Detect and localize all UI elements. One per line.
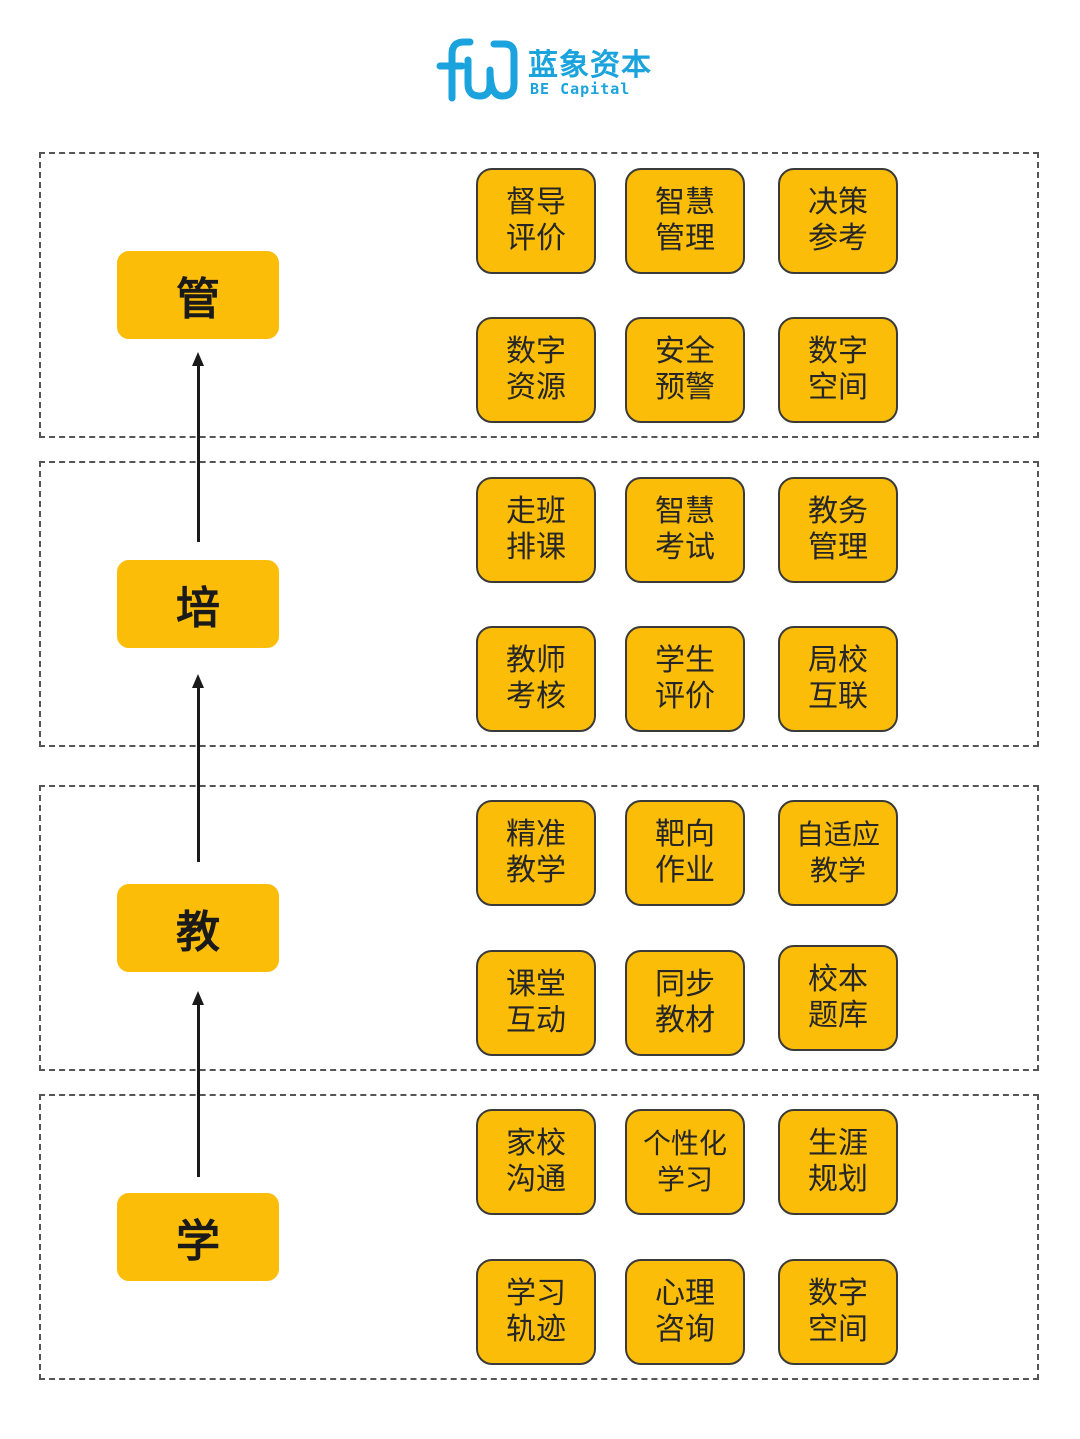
item-box: 学生评价 (625, 626, 745, 732)
item-box: 心理咨询 (625, 1259, 745, 1365)
item-box: 数字资源 (476, 317, 596, 423)
item-box: 数字空间 (778, 317, 898, 423)
arrow-jiao-to-pei (192, 674, 204, 862)
item-box: 靶向作业 (625, 800, 745, 906)
item-box: 教务管理 (778, 477, 898, 583)
item-box: 同步教材 (625, 950, 745, 1056)
layer-label-jiao: 教 (117, 884, 279, 972)
item-box: 决策参考 (778, 168, 898, 274)
brand-logo: 蓝象资本 BE Capital (436, 36, 656, 102)
brand-name-en: BE Capital (530, 80, 631, 98)
item-box: 校本题库 (778, 945, 898, 1051)
arrow-pei-to-guan (192, 352, 204, 542)
item-box: 智慧管理 (625, 168, 745, 274)
item-box: 走班排课 (476, 477, 596, 583)
item-box: 学习轨迹 (476, 1259, 596, 1365)
item-box: 局校互联 (778, 626, 898, 732)
item-box: 精准教学 (476, 800, 596, 906)
item-box: 智慧考试 (625, 477, 745, 583)
item-box: 生涯规划 (778, 1109, 898, 1215)
layer-label-xue: 学 (117, 1193, 279, 1281)
layer-label-pei: 培 (117, 560, 279, 648)
section-xue (39, 1094, 1039, 1380)
item-box: 个性化学习 (625, 1109, 745, 1215)
item-box: 教师考核 (476, 626, 596, 732)
item-box: 安全预警 (625, 317, 745, 423)
section-jiao (39, 785, 1039, 1071)
layer-label-guan: 管 (117, 251, 279, 339)
be-capital-logo-icon (436, 38, 518, 102)
item-box: 课堂互动 (476, 950, 596, 1056)
section-guan (39, 152, 1039, 438)
arrow-xue-to-jiao (192, 991, 204, 1177)
section-pei (39, 461, 1039, 747)
item-box: 数字空间 (778, 1259, 898, 1365)
brand-name-cn: 蓝象资本 (528, 48, 652, 83)
item-box: 督导评价 (476, 168, 596, 274)
item-box: 家校沟通 (476, 1109, 596, 1215)
item-box: 自适应教学 (778, 800, 898, 906)
